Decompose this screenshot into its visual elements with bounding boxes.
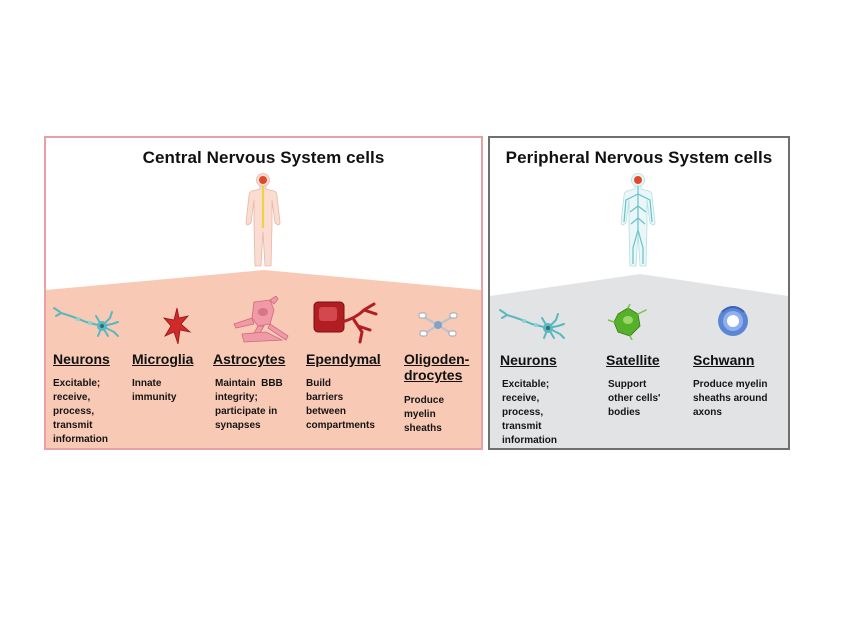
neuron-icon: [499, 309, 565, 339]
description-line: axons: [693, 407, 722, 418]
cns-oligodendrocytes-label-line2: drocytes: [404, 367, 463, 383]
satellite-cell-icon: [608, 304, 647, 340]
description-line: process,: [502, 407, 544, 418]
ependymal-icon: [313, 301, 378, 344]
cns-panel: Central Nervous System cells: [44, 136, 483, 450]
pns-neurons-label: Neurons: [500, 352, 557, 368]
description-line: receive,: [53, 392, 91, 403]
astrocyte-icon: [233, 296, 289, 343]
description-line: barriers: [306, 392, 344, 403]
description-line: receive,: [502, 393, 540, 404]
description-line: myelin: [404, 409, 436, 420]
cns-ground: [46, 270, 481, 448]
cns-neurons-description: Excitable; receive, process, transmit in…: [53, 377, 108, 447]
description-line: other cells': [608, 393, 661, 404]
cns-ependymal-description: Build barriers between compartments: [306, 377, 375, 433]
human-body-cns-icon: [245, 173, 281, 267]
description-line: transmit: [502, 421, 542, 432]
description-line: process,: [53, 406, 95, 417]
description-line: information: [502, 435, 557, 446]
description-line: Innate: [132, 378, 162, 389]
description-line: Produce myelin: [693, 379, 768, 390]
pns-neurons-description: Excitable; receive, process, transmit in…: [502, 378, 557, 448]
description-line: Build: [306, 378, 331, 389]
cns-oligodendrocytes-label: Oligoden- drocytes: [404, 351, 469, 383]
microglia-icon: [162, 307, 192, 345]
description-line: participate in: [215, 406, 278, 417]
human-body-pns-icon: [620, 173, 656, 267]
pns-satellite-description: Support other cells' bodies: [608, 378, 660, 420]
pns-ground: [490, 274, 788, 448]
description-line: Support: [608, 379, 647, 390]
description-line: sheaths around: [693, 393, 768, 404]
description-line: between: [306, 406, 347, 417]
cns-title: Central Nervous System cells: [142, 148, 385, 167]
description-line: transmit: [53, 420, 93, 431]
pns-schwann-label: Schwann: [693, 352, 755, 368]
description-line: immunity: [132, 392, 177, 403]
cns-ependymal-label: Ependymal: [306, 351, 381, 367]
cns-oligodendrocytes-description: Produce myelin sheaths: [404, 394, 444, 436]
description-line: Produce: [404, 395, 445, 406]
cns-astrocytes-label: Astrocytes: [213, 351, 286, 367]
pns-schwann-description: Produce myelin sheaths around axons: [693, 378, 767, 420]
cns-microglia-label: Microglia: [132, 351, 194, 367]
pns-satellite-label: Satellite: [606, 352, 660, 368]
description-line: bodies: [608, 407, 641, 418]
description-line: Excitable;: [53, 378, 101, 389]
pns-panel: Peripheral Nervous System cells: [488, 136, 790, 450]
cns-oligodendrocytes-label-line1: Oligoden-: [404, 351, 470, 367]
cns-neurons-label: Neurons: [53, 351, 110, 367]
oligodendrocyte-icon: [418, 312, 458, 337]
neuron-icon: [53, 307, 119, 337]
cns-microglia-description: Innate immunity: [132, 377, 176, 405]
description-line: Maintain BBB: [215, 378, 283, 389]
description-line: Excitable;: [502, 379, 550, 390]
description-line: integrity;: [215, 392, 258, 403]
schwann-cell-icon: [718, 306, 748, 336]
description-line: sheaths: [404, 423, 442, 434]
pns-title: Peripheral Nervous System cells: [505, 148, 773, 167]
description-line: synapses: [215, 420, 261, 431]
description-line: compartments: [306, 420, 375, 431]
description-line: information: [53, 434, 108, 445]
cns-astrocytes-description: Maintain BBB integrity; participate in s…: [215, 377, 283, 433]
